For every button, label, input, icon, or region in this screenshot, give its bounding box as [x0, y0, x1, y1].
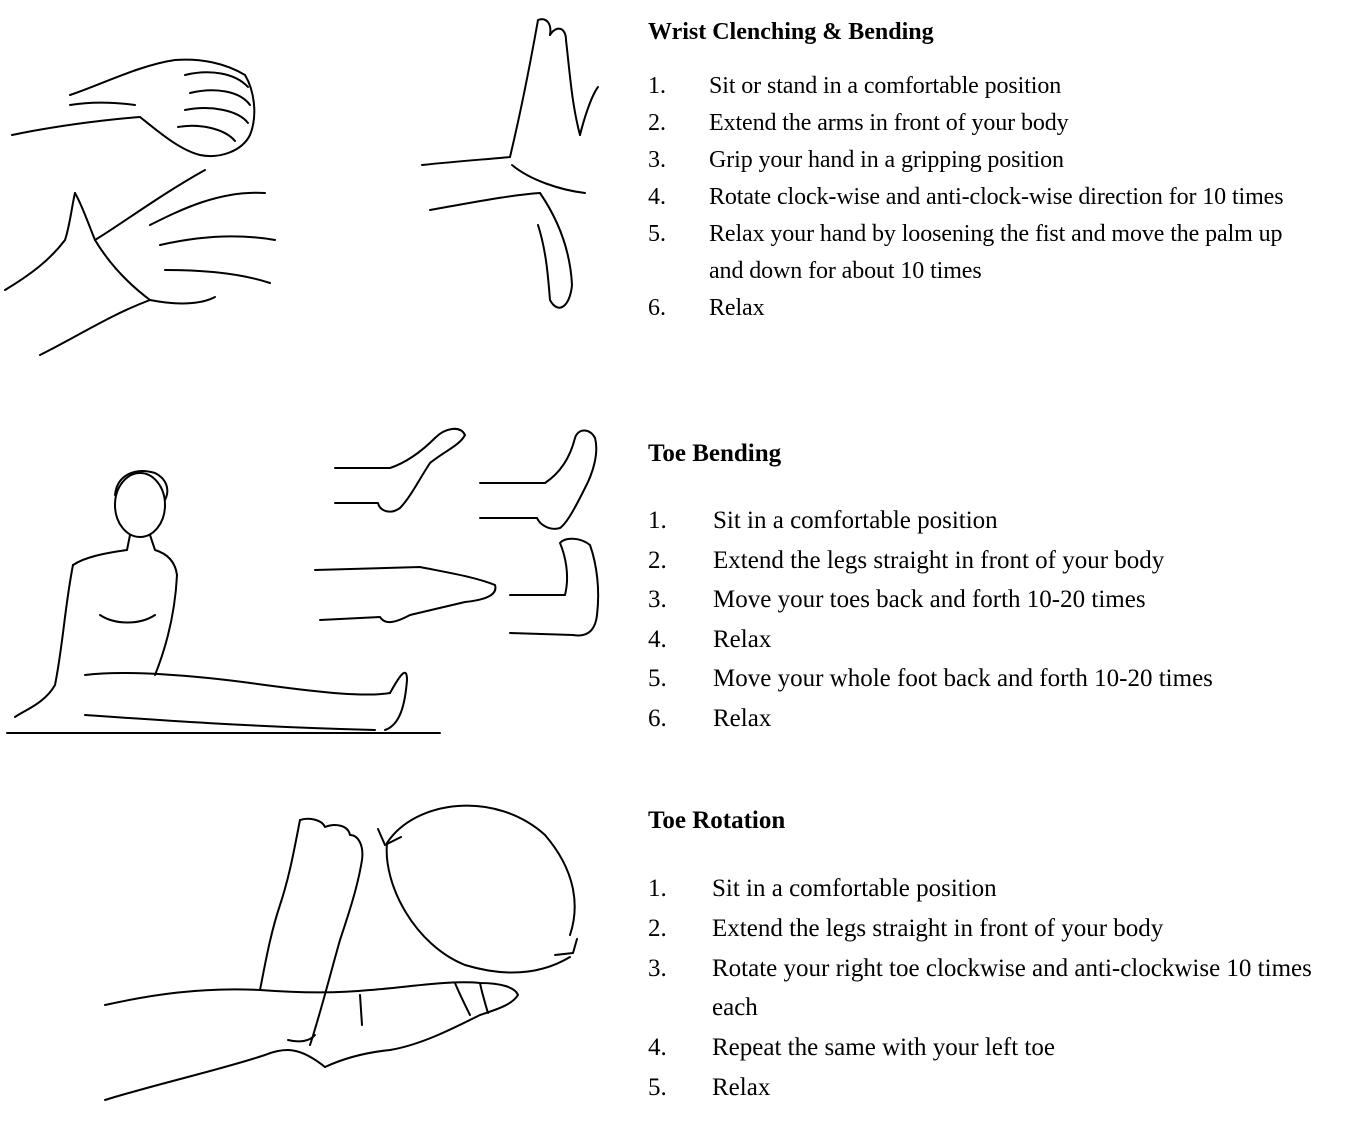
- list-item: 3. Move your toes back and forth 10-20 ti…: [648, 580, 1318, 620]
- step-number: 1.: [648, 875, 667, 902]
- foot-point-illustration: [314, 566, 497, 623]
- step-number: 4.: [648, 625, 667, 653]
- step-number: 3.: [648, 954, 667, 982]
- section-title: Toe Bending: [648, 440, 782, 467]
- foot-flex-up-illustration: [334, 427, 466, 513]
- step-text: Extend the arms in front of your body: [709, 110, 1069, 136]
- list-item: 5. Relax: [648, 1068, 1318, 1108]
- rotation-arrow-icon: [377, 804, 578, 974]
- foot-raised-illustration: [509, 537, 600, 637]
- step-text: Relax: [712, 1073, 771, 1101]
- step-text: Extend the legs straight in front of you…: [713, 546, 1165, 574]
- list-item: 3. Rotate your right toe clockwise and an…: [648, 949, 1318, 1029]
- list-item: 1. Sit in a comfortable position: [648, 869, 1318, 909]
- step-text: Sit or stand in a comfortable position: [709, 73, 1062, 99]
- list-item: 1. Sit in a comfortable position: [648, 501, 1318, 541]
- foot-flex-back-illustration: [479, 429, 598, 530]
- list-item: 2. Extend the legs straight in front of y…: [648, 909, 1318, 949]
- step-number: 5.: [648, 221, 666, 247]
- list-item: 1. Sit or stand in a comfortable position: [648, 68, 1318, 105]
- section-title: Wrist Clenching & Bending: [648, 19, 934, 45]
- bent-wrist-illustration: [421, 18, 599, 309]
- step-text: Rotate your right toe clockwise and anti…: [712, 954, 1312, 1022]
- list-item: 5. Move your whole foot back and forth 10…: [648, 659, 1318, 699]
- step-number: 4.: [648, 184, 666, 210]
- step-number: 1.: [648, 507, 667, 534]
- step-text: Grip your hand in a gripping position: [709, 147, 1064, 173]
- list-item: 2. Extend the arms in front of your body: [648, 105, 1318, 142]
- step-text: Sit in a comfortable position: [712, 875, 997, 902]
- step-number: 4.: [648, 1034, 667, 1062]
- crossed-legs-illustration: [104, 817, 519, 1101]
- list-item: 6. Relax: [648, 699, 1318, 739]
- wrist-text-block: Wrist Clenching & Bending 1. Sit or stand…: [648, 20, 1318, 327]
- step-text: Relax: [709, 295, 765, 321]
- list-item: 3. Grip your hand in a gripping position: [648, 142, 1318, 179]
- step-number: 2.: [648, 546, 667, 574]
- list-item: 4. Repeat the same with your left toe: [648, 1028, 1318, 1068]
- step-text: Rotate clock-wise and anti-clock-wise di…: [709, 184, 1284, 210]
- step-text: Relax: [713, 625, 772, 653]
- step-text: Extend the legs straight in front of you…: [712, 914, 1164, 942]
- section-toe-bending: Toe Bending 1. Sit in a comfortable posit…: [0, 415, 1348, 745]
- list-item: 2. Extend the legs straight in front of y…: [648, 541, 1318, 581]
- toe-bending-text-block: Toe Bending 1. Sit in a comfortable posit…: [648, 441, 1318, 739]
- steps-list: 1. Sit in a comfortable position 2. Extend…: [648, 869, 1318, 1108]
- open-palm-illustration: [4, 169, 276, 356]
- step-number: 6.: [648, 704, 667, 732]
- step-number: 5.: [648, 665, 667, 693]
- step-text: Repeat the same with your left toe: [712, 1034, 1055, 1062]
- step-text: Relax your hand by loosening the fist an…: [709, 221, 1283, 284]
- steps-list: 1. Sit or stand in a comfortable position…: [648, 68, 1318, 327]
- step-number: 6.: [648, 295, 666, 321]
- step-number: 1.: [648, 73, 666, 99]
- step-number: 2.: [648, 914, 667, 942]
- step-text: Sit in a comfortable position: [713, 507, 998, 534]
- section-wrist-clenching: Wrist Clenching & Bending 1. Sit or stand…: [0, 0, 1348, 380]
- seated-man-illustration: [6, 470, 441, 734]
- step-number: 5.: [648, 1073, 667, 1101]
- list-item: 5. Relax your hand by loosening the fist …: [648, 216, 1318, 290]
- section-title: Toe Rotation: [648, 807, 786, 834]
- list-item: 4. Rotate clock-wise and anti-clock-wise …: [648, 179, 1318, 216]
- step-number: 3.: [648, 586, 667, 614]
- list-item: 6. Relax: [648, 290, 1318, 327]
- steps-list: 1. Sit in a comfortable position 2. Extend…: [648, 501, 1318, 739]
- step-number: 2.: [648, 110, 666, 136]
- step-text: Relax: [713, 704, 772, 732]
- step-text: Move your toes back and forth 10-20 time…: [713, 586, 1146, 614]
- list-item: 4. Relax: [648, 620, 1318, 660]
- toe-rotation-text-block: Toe Rotation 1. Sit in a comfortable posi…: [648, 808, 1318, 1108]
- step-text: Move your whole foot back and forth 10-2…: [713, 665, 1213, 693]
- section-toe-rotation: Toe Rotation 1. Sit in a comfortable posi…: [0, 790, 1348, 1121]
- clenched-fist-illustration: [11, 58, 256, 157]
- step-number: 3.: [648, 147, 666, 173]
